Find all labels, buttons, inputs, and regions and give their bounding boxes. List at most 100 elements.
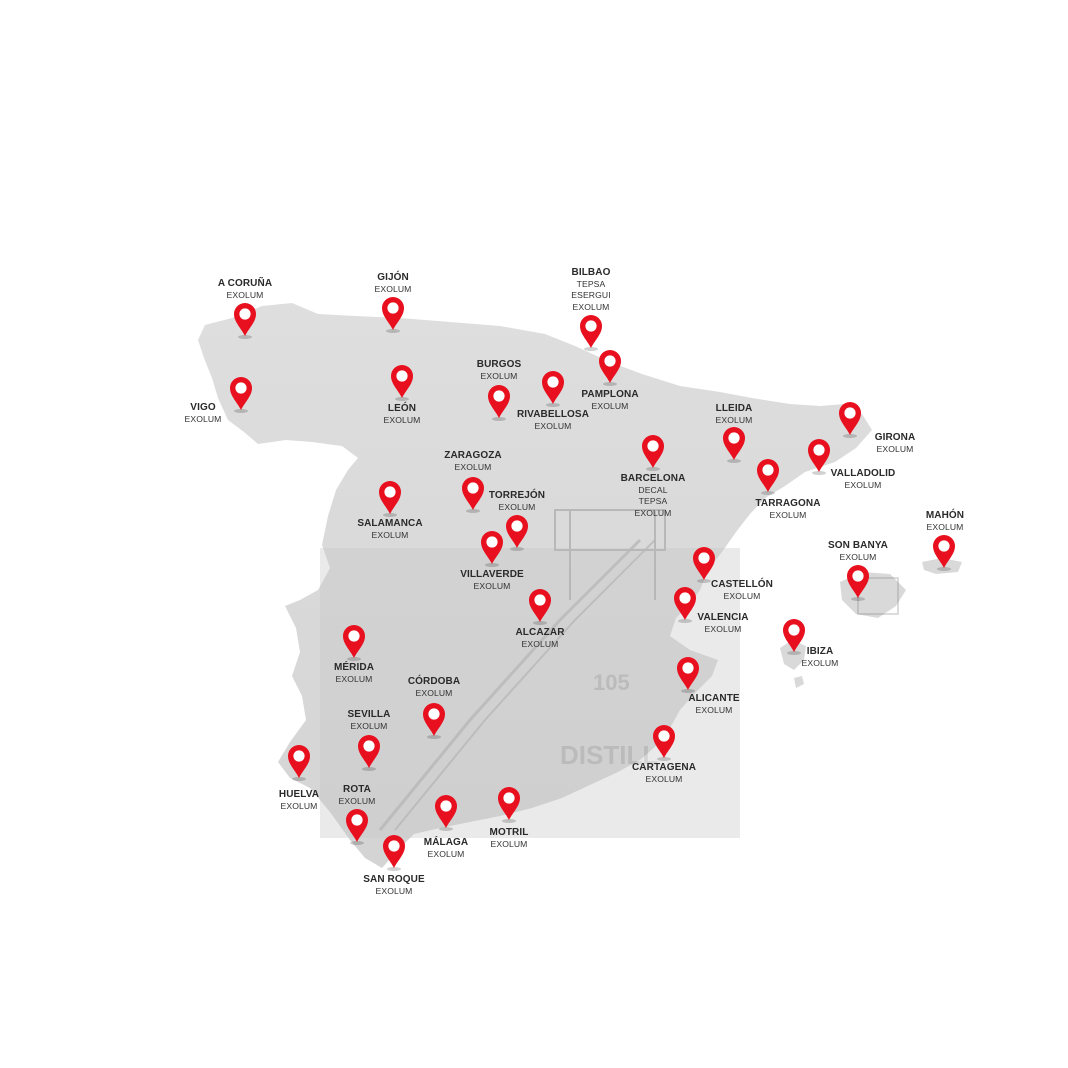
- operator-name: EXOLUM: [374, 283, 412, 294]
- map-marker-icon[interactable]: [931, 534, 957, 572]
- map-marker-icon[interactable]: [433, 794, 459, 832]
- location-name: SEVILLA: [347, 709, 391, 720]
- tank-number-text: 105: [593, 670, 630, 695]
- location-name: TORREJÓN: [488, 490, 546, 501]
- location-name: SON BANYA: [828, 540, 888, 551]
- operator-name: EXOLUM: [844, 479, 882, 490]
- map-marker-icon[interactable]: [496, 786, 522, 824]
- map-marker-icon[interactable]: [377, 480, 403, 518]
- location-name: IBIZA: [806, 646, 834, 657]
- operator-name: EXOLUM: [572, 301, 610, 312]
- location-name: BILBAO: [571, 267, 611, 278]
- location-name: MOTRIL: [489, 827, 529, 838]
- location-name: SAN ROQUE: [363, 874, 425, 885]
- map-marker-icon[interactable]: [651, 724, 677, 762]
- map-marker-icon[interactable]: [527, 588, 553, 626]
- operator-name: EXOLUM: [371, 529, 409, 540]
- location-name: ROTA: [343, 784, 371, 795]
- operator-name: EXOLUM: [876, 443, 914, 454]
- operator-name: EXOLUM: [801, 657, 839, 668]
- operator-name: EXOLUM: [350, 720, 388, 731]
- location-name: MÉRIDA: [333, 662, 375, 673]
- map-marker-icon[interactable]: [486, 384, 512, 422]
- operator-name: EXOLUM: [695, 704, 733, 715]
- map-marker-icon[interactable]: [597, 349, 623, 387]
- map-marker-icon[interactable]: [228, 376, 254, 414]
- map-marker-icon[interactable]: [344, 808, 370, 846]
- map-marker-icon[interactable]: [356, 734, 382, 772]
- location-name: RIVABELLOSA: [516, 409, 590, 420]
- map-marker-icon[interactable]: [460, 476, 486, 514]
- location-name: VIGO: [190, 402, 216, 413]
- map-marker-icon[interactable]: [675, 656, 701, 694]
- operator-name: EXOLUM: [839, 551, 877, 562]
- operator-name: EXOLUM: [415, 687, 453, 698]
- menorca-shape: [922, 558, 962, 574]
- map-marker-icon[interactable]: [232, 302, 258, 340]
- tank-distill-text: DISTILL: [560, 740, 658, 770]
- operator-name: TEPSA: [576, 278, 606, 289]
- operator-name: EXOLUM: [454, 461, 492, 472]
- location-name: ZARAGOZA: [444, 450, 502, 461]
- map-marker-icon[interactable]: [341, 624, 367, 662]
- location-name: HUELVA: [278, 789, 320, 800]
- operator-name: EXOLUM: [591, 400, 629, 411]
- map-marker-icon[interactable]: [837, 401, 863, 439]
- location-name: A CORUÑA: [217, 278, 273, 289]
- map-marker-icon[interactable]: [845, 564, 871, 602]
- map-marker-icon[interactable]: [755, 458, 781, 496]
- location-name: MÁLAGA: [423, 837, 469, 848]
- operator-name: EXOLUM: [498, 501, 536, 512]
- location-name: VALENCIA: [697, 612, 749, 623]
- map-marker-icon[interactable]: [286, 744, 312, 782]
- map-marker-icon[interactable]: [640, 434, 666, 472]
- map-marker-icon[interactable]: [781, 618, 807, 656]
- location-name: BARCELONA: [620, 473, 686, 484]
- map-marker-icon[interactable]: [381, 834, 407, 872]
- operator-name: EXOLUM: [645, 773, 683, 784]
- map-marker-icon[interactable]: [578, 314, 604, 352]
- location-name: CARTAGENA: [631, 762, 697, 773]
- operator-name: ESERGUI: [571, 290, 611, 300]
- map-marker-icon[interactable]: [672, 586, 698, 624]
- map-marker-icon[interactable]: [479, 530, 505, 568]
- mainland-spain-shape: [198, 303, 872, 868]
- background-tank-photo: 105 DISTILL: [320, 509, 899, 838]
- location-name: ALCAZAR: [515, 627, 565, 638]
- operator-name: EXOLUM: [473, 580, 511, 591]
- map-marker-icon[interactable]: [540, 370, 566, 408]
- map-marker-icon[interactable]: [421, 702, 447, 740]
- operator-name: EXOLUM: [338, 795, 376, 806]
- location-name: VALLADOLID: [830, 468, 896, 479]
- map-marker-icon[interactable]: [721, 426, 747, 464]
- location-name: GIJÓN: [377, 272, 409, 283]
- map-marker-icon[interactable]: [389, 364, 415, 402]
- map-marker-icon[interactable]: [691, 546, 717, 584]
- map-marker-icon[interactable]: [380, 296, 406, 334]
- operator-name: EXOLUM: [335, 673, 373, 684]
- location-name: BURGOS: [476, 359, 522, 370]
- map-marker-icon[interactable]: [504, 514, 530, 552]
- operator-name: EXOLUM: [534, 420, 572, 431]
- map-marker-icon[interactable]: [806, 438, 832, 476]
